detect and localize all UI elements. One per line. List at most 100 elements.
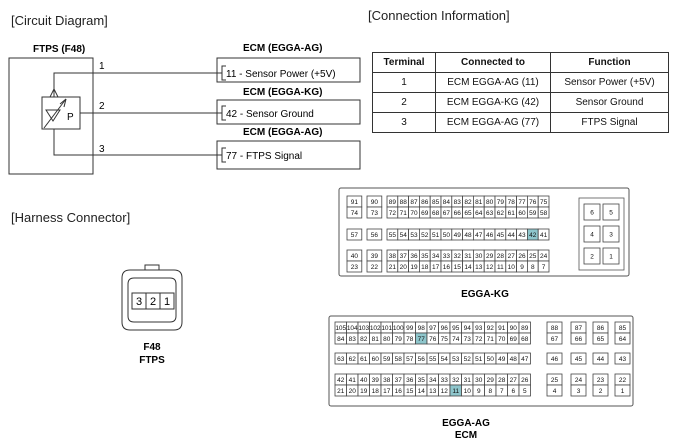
f48-connector: 3 2 1 F48 FTPS <box>121 264 183 366</box>
ag-pin-92-label: 92 <box>487 325 495 332</box>
ag-pin-25-label: 25 <box>551 377 559 384</box>
kg-pin-24-label: 24 <box>540 253 548 260</box>
ftps-component-box <box>8 57 94 175</box>
kg-pin-64-label: 64 <box>475 210 483 217</box>
harness-connector-title: [Harness Connector] <box>11 210 131 225</box>
kg-pin-44-label: 44 <box>508 232 516 239</box>
ag-pin-56-label: 56 <box>418 356 426 363</box>
kg-pin-7 <box>537 260 550 273</box>
ag-pin-12-label: 12 <box>441 388 449 395</box>
kg-pin-81-label: 81 <box>475 199 483 206</box>
kg-pin-22-label: 22 <box>371 264 379 271</box>
kg-pin-77-label: 77 <box>518 199 526 206</box>
kg-pin-1 <box>602 247 620 265</box>
kg-pin-7-label: 7 <box>542 264 546 271</box>
ag-pin-89-label: 89 <box>521 325 529 332</box>
ag-pin-59-label: 59 <box>383 356 391 363</box>
kg-pin-28-label: 28 <box>497 253 505 260</box>
connection-info-title: [Connection Information] <box>368 8 510 23</box>
kg-pin-16-label: 16 <box>443 264 451 271</box>
kg-pin-22 <box>366 260 383 273</box>
ag-pin-37-label: 37 <box>395 377 403 384</box>
ag-pin-5-label: 5 <box>523 388 527 395</box>
ag-pin-46 <box>546 352 563 365</box>
kg-pin-71-label: 71 <box>400 210 408 217</box>
kg-pin-45-label: 45 <box>497 232 505 239</box>
kg-pin-23 <box>346 260 363 273</box>
ecm-header-2: ECM (EGGA-KG) <box>243 87 322 98</box>
ag-pin-66 <box>570 332 587 345</box>
header-function: Function <box>550 52 669 73</box>
kg-pin-19-label: 19 <box>410 264 418 271</box>
ag-pin-98-label: 98 <box>418 325 426 332</box>
ag-pin-78-label: 78 <box>406 336 414 343</box>
kg-pin-86-label: 86 <box>421 199 429 206</box>
ag-pin-26-label: 26 <box>521 377 529 384</box>
ag-pin-38-label: 38 <box>383 377 391 384</box>
kg-pin-82-label: 82 <box>464 199 472 206</box>
kg-pin-74-label: 74 <box>351 210 359 217</box>
ag-pin-87-label: 87 <box>575 325 583 332</box>
circuit-diagram-title: [Circuit Diagram] <box>11 13 108 28</box>
ag-pin-17-label: 17 <box>383 388 391 395</box>
wire-number-1: 1 <box>99 61 105 72</box>
kg-pin-72-label: 72 <box>389 210 397 217</box>
wire-3 <box>53 129 222 156</box>
circuit-diagram: FTPS (F48) P 1 2 3 ECM (EGGA-AG) ECM (EG… <box>8 43 361 175</box>
wire-number-3: 3 <box>99 144 105 155</box>
ag-pin-75-label: 75 <box>441 336 449 343</box>
kg-pin-21-label: 21 <box>389 264 397 271</box>
kg-pin-91-label: 91 <box>351 199 359 206</box>
ag-pin-47 <box>518 352 531 365</box>
ag-connector-label: EGGA-AG <box>442 418 490 429</box>
ag-pin-83-label: 83 <box>349 336 357 343</box>
ag-pin-5 <box>518 384 531 397</box>
kg-pin-84-label: 84 <box>443 199 451 206</box>
ag-pin-80-label: 80 <box>383 336 391 343</box>
kg-pin-26-label: 26 <box>518 253 526 260</box>
kg-pin-6-label: 6 <box>590 210 594 217</box>
ag-pin-67 <box>546 332 563 345</box>
ag-pin-34-label: 34 <box>429 377 437 384</box>
pressure-sensor-icon: P <box>41 88 81 130</box>
ag-pin-79-label: 79 <box>395 336 403 343</box>
ag-pin-36-label: 36 <box>406 377 414 384</box>
ag-pin-6-label: 6 <box>511 388 515 395</box>
ag-pin-90-label: 90 <box>510 325 518 332</box>
kg-pin-67-label: 67 <box>443 210 451 217</box>
kg-pin-52-label: 52 <box>421 232 429 239</box>
kg-pin-49-label: 49 <box>454 232 462 239</box>
ag-pin-64-label: 64 <box>619 336 627 343</box>
ag-pin-68-label: 68 <box>521 336 529 343</box>
kg-pin-70-label: 70 <box>410 210 418 217</box>
ag-pin-44-label: 44 <box>597 356 605 363</box>
ag-pin-52-label: 52 <box>464 356 472 363</box>
cell-connected-to: ECM EGGA-KG (42) <box>435 92 551 113</box>
kg-pin-37-label: 37 <box>400 253 408 260</box>
ag-pin-55-label: 55 <box>429 356 437 363</box>
kg-pin-79-label: 79 <box>497 199 505 206</box>
ag-pin-23-label: 23 <box>597 377 605 384</box>
table-header-row: Terminal Connected to Function <box>372 52 669 73</box>
ag-pin-21-label: 21 <box>337 388 345 395</box>
ag-pin-2-label: 2 <box>599 388 603 395</box>
ag-pin-4-label: 4 <box>553 388 557 395</box>
ag-pin-63-label: 63 <box>337 356 345 363</box>
ag-pin-50-label: 50 <box>487 356 495 363</box>
kg-pin-13-label: 13 <box>475 264 483 271</box>
ag-pin-65-label: 65 <box>597 336 605 343</box>
ag-pin-94-label: 94 <box>464 325 472 332</box>
ag-pin-72-label: 72 <box>475 336 483 343</box>
kg-connector-label: EGGA-KG <box>461 289 509 300</box>
kg-pin-61-label: 61 <box>508 210 516 217</box>
kg-pin-65-label: 65 <box>464 210 472 217</box>
ecm-box-2 <box>216 99 361 125</box>
ag-pin-47-label: 47 <box>521 356 529 363</box>
header-connected-to: Connected to <box>435 52 551 73</box>
ag-pin-18-label: 18 <box>372 388 380 395</box>
cell-connected-to: ECM EGGA-AG (77) <box>435 112 551 133</box>
ag-pin-41-label: 41 <box>349 377 357 384</box>
cell-terminal: 2 <box>372 92 436 113</box>
kg-pin-15-label: 15 <box>454 264 462 271</box>
ag-pin-30-label: 30 <box>475 377 483 384</box>
